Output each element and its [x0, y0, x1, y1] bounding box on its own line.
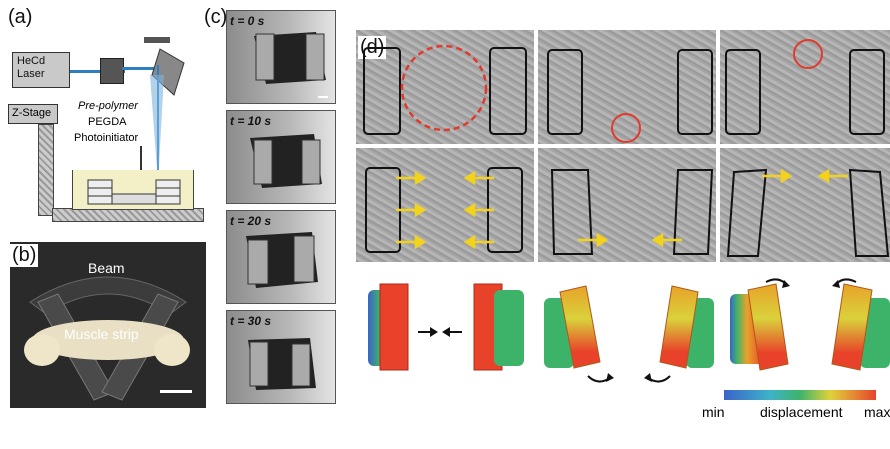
laser-box: HeCd Laser — [12, 52, 70, 88]
laser-beam-2 — [122, 67, 164, 70]
contraction-circle-1 — [400, 44, 488, 132]
stage-box: Z-Stage — [8, 104, 58, 124]
colorbar-min: min — [702, 404, 725, 420]
contraction-circle-2 — [611, 113, 641, 143]
colorbar — [724, 390, 876, 400]
panel-a-label: (a) — [8, 6, 33, 28]
stage-arm — [38, 124, 54, 216]
micro-frame-5 — [538, 148, 716, 262]
photoinitiator-label: Photoinitiator — [74, 132, 139, 144]
contraction-circle-3 — [793, 39, 823, 69]
beam-label: Beam — [88, 260, 125, 276]
laser-label: HeCd Laser — [17, 55, 46, 80]
muscle-label: Muscle strip — [64, 326, 139, 342]
biobot-frames — [246, 32, 328, 390]
micro-overlays — [363, 39, 890, 257]
printed-structure — [87, 179, 181, 205]
time-label-2: t = 20 s — [230, 214, 272, 228]
micro-frame-6 — [720, 148, 890, 262]
pegda-label: PEGDA — [88, 116, 127, 128]
fea-simulations — [368, 278, 890, 400]
laser-beam — [70, 70, 125, 73]
pointer-line — [140, 146, 142, 176]
stage-label: Z-Stage — [12, 107, 52, 119]
time-label-3: t = 30 s — [230, 314, 272, 328]
lens-block — [100, 58, 124, 84]
panel-c-label: (c) — [204, 6, 228, 28]
time-label-0: t = 0 s — [230, 14, 265, 28]
colorbar-label: displacement — [760, 404, 843, 420]
colorbar-max: max — [864, 404, 890, 420]
panel-b-label: (b) — [10, 244, 39, 267]
mirror-optics — [144, 37, 185, 183]
prepolymer-label: Pre-polymer — [78, 100, 138, 112]
stage-base — [52, 208, 204, 222]
biobot-photo — [24, 276, 192, 401]
time-label-1: t = 10 s — [230, 114, 272, 128]
